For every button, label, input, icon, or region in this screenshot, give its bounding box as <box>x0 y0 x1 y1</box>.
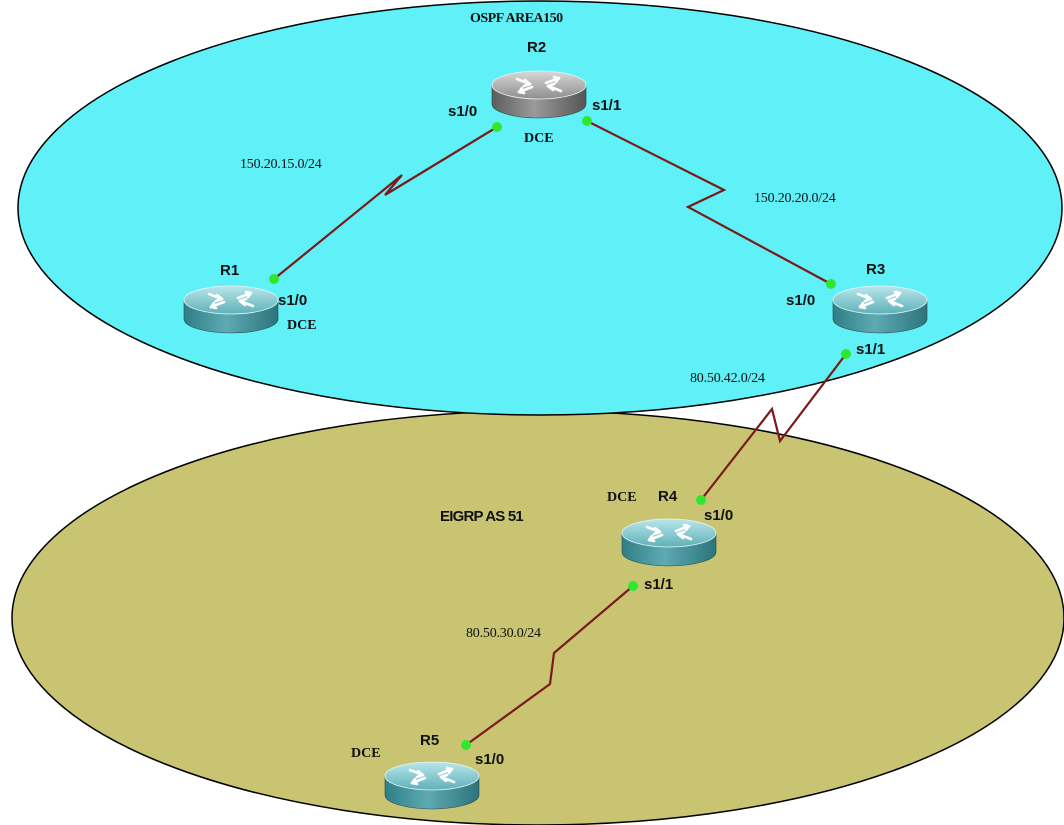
network-80-50-42-label: 80.50.42.0/24 <box>690 371 765 386</box>
router-r1-label: R1 <box>220 262 240 279</box>
port-r3-s1-1 <box>841 349 851 359</box>
r4-dce-label: DCE <box>607 490 637 505</box>
port-r5-s1-0 <box>461 740 471 750</box>
r1-s1-0-label: s1/0 <box>278 292 308 309</box>
r2-dce-label: DCE <box>524 131 554 146</box>
r2-s1-0-label: s1/0 <box>448 103 478 120</box>
port-r1-s1-0 <box>269 274 279 284</box>
eigrp-area-label: EIGRP AS 51 <box>440 508 524 525</box>
eigrp-area <box>11 410 1064 825</box>
port-r4-s1-0 <box>696 495 706 505</box>
r4-s1-0-label: s1/0 <box>704 507 734 524</box>
port-r2-s1-1 <box>582 116 592 126</box>
ospf-area <box>17 0 1063 416</box>
r4-s1-1-label: s1/1 <box>644 576 674 593</box>
r3-s1-0-label: s1/0 <box>786 292 816 309</box>
router-r3-label: R3 <box>866 261 886 278</box>
router-r5-icon[interactable] <box>384 761 480 810</box>
serial-link-r2-r3 <box>586 120 832 285</box>
r3-s1-1-label: s1/1 <box>856 341 886 358</box>
r1-dce-label: DCE <box>287 318 317 333</box>
r2-s1-1-label: s1/1 <box>592 97 622 114</box>
router-r5-label: R5 <box>420 732 440 749</box>
serial-link-r1-r2 <box>273 126 498 280</box>
network-150-20-15-label: 150.20.15.0/24 <box>240 157 322 172</box>
port-r2-s1-0 <box>492 122 502 132</box>
router-r4-label: R4 <box>658 488 678 505</box>
serial-link-r3-r4 <box>700 353 847 501</box>
network-150-20-20-label: 150.20.20.0/24 <box>754 191 836 206</box>
ospf-area-label: OSPF AREA150 <box>470 11 563 26</box>
router-r3-icon[interactable] <box>832 285 928 334</box>
port-r4-s1-1 <box>628 581 638 591</box>
r5-dce-label: DCE <box>351 746 381 761</box>
port-r3-s1-0 <box>826 279 836 289</box>
r5-s1-0-label: s1/0 <box>475 751 505 768</box>
router-r2-icon[interactable] <box>491 70 587 119</box>
network-80-50-30-label: 80.50.30.0/24 <box>466 626 541 641</box>
router-r4-icon[interactable] <box>621 518 717 567</box>
serial-link-r4-r5 <box>465 585 634 746</box>
router-r1-icon[interactable] <box>183 285 279 334</box>
router-r2-label: R2 <box>527 39 547 56</box>
